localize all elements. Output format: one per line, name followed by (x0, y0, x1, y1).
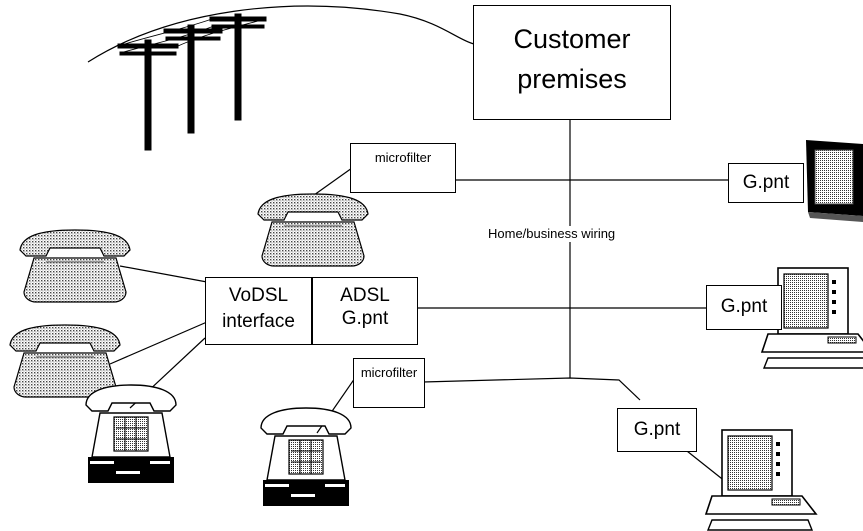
gpnt-tv-label: G.pnt (742, 172, 790, 193)
gpnt-pc1-label: G.pnt (720, 296, 768, 317)
microfilter-box: microfilter (350, 143, 456, 193)
microfilter-box: microfilter (353, 358, 425, 408)
adsl-line1: ADSL (340, 285, 390, 306)
telephone-icon (9, 324, 121, 398)
adsl-line2: G.pnt (341, 308, 389, 329)
television-icon (806, 140, 863, 222)
microfilter-label: microfilter (374, 150, 432, 165)
gpnt-pc1-box: G.pnt (706, 285, 782, 330)
telephone-icon (19, 229, 131, 303)
customer-premises-line2: premises (517, 64, 627, 94)
gpnt-pc2-label: G.pnt (633, 419, 681, 440)
customer-premises-box: Customer premises (473, 5, 671, 120)
vodsl-line2: interface (222, 311, 295, 332)
desk-phone-icon (85, 384, 177, 484)
desk-phone-icon (260, 407, 352, 507)
utility-poles-icon (117, 13, 267, 151)
vodsl-line1: VoDSL (228, 285, 289, 306)
telephone-icon (257, 193, 369, 267)
overhead-line (87, 5, 475, 63)
adsl-gpnt-box: ADSL G.pnt (312, 277, 418, 345)
microfilter-label: microfilter (360, 365, 418, 380)
vodsl-interface-box: VoDSL interface (205, 277, 312, 345)
computer-icon (705, 429, 817, 531)
gpnt-tv-box: G.pnt (728, 163, 804, 203)
gpnt-pc2-box: G.pnt (617, 408, 697, 452)
home-wiring-label: Home/business wiring (486, 226, 618, 242)
customer-premises-line1: Customer (513, 24, 631, 54)
